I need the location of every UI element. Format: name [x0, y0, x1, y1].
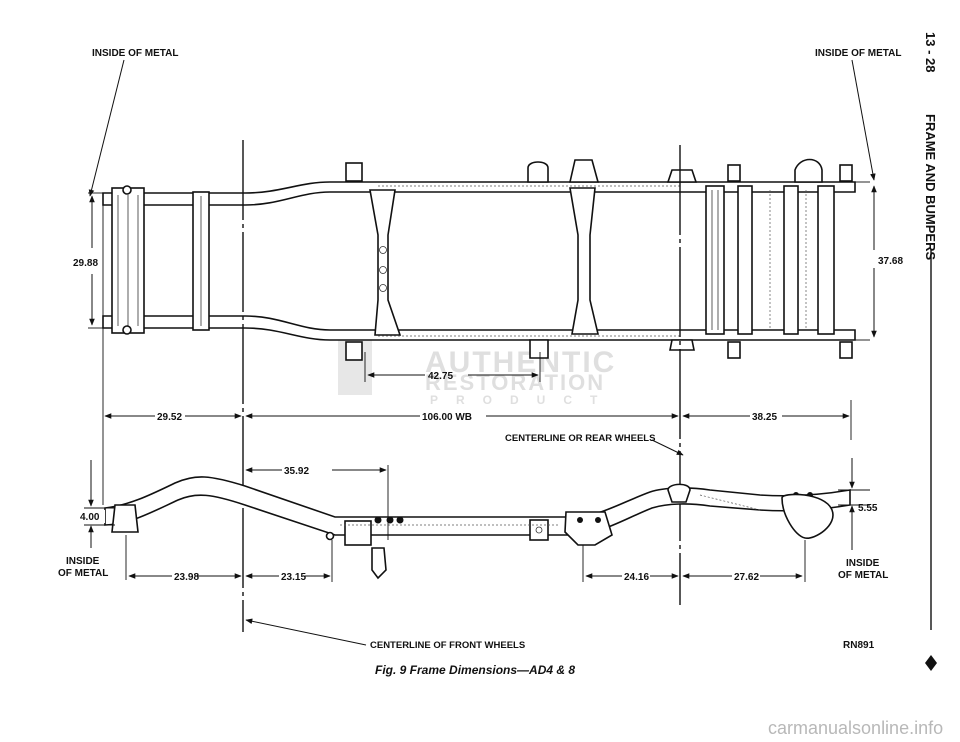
dim-front-span-b: 23.15	[281, 572, 306, 583]
watermark-line3: PRODUCT	[430, 393, 615, 407]
dim-rear-drop: 5.55	[858, 503, 878, 514]
frame-top-view	[102, 158, 856, 361]
rear-crossmember-1	[705, 185, 725, 335]
section-title: FRAME AND BUMPERS	[923, 114, 938, 260]
frame-side-view	[104, 476, 851, 580]
label-centerline-front: CENTERLINE OF FRONT WHEELS	[370, 640, 525, 651]
figure-caption: Fig. 9 Frame Dimensions—AD4 & 8	[375, 663, 575, 677]
footer-site: carmanualsonline.info	[768, 718, 943, 738]
side-mount-mid	[529, 519, 549, 541]
label-centerline-rear: CENTERLINE OR REAR WHEELS	[505, 433, 655, 444]
page-header: 13 - 28 FRAME AND BUMPERS	[923, 32, 938, 260]
frame-top-rail-upper	[102, 181, 856, 206]
rear-crossmember-4	[817, 185, 835, 335]
label-inside-bottom-left-1: INSIDE	[66, 556, 100, 567]
center-crossmember-1	[369, 189, 402, 336]
page-ref: 13 - 28	[923, 32, 938, 72]
mount-bracket-1	[345, 162, 363, 182]
diamond-icon	[925, 655, 937, 671]
mount-bracket-2	[345, 341, 363, 361]
watermark-line1: AUTHENTIC	[425, 346, 616, 379]
rear-crossmember-3	[783, 185, 799, 335]
side-mount-front	[344, 520, 372, 546]
label-inside-bottom-right-1: INSIDE	[846, 558, 880, 569]
label-inside-bottom-right-2: OF METAL	[838, 570, 888, 581]
dim-front-width: 29.88	[73, 258, 98, 269]
rear-bracket-2	[839, 164, 853, 182]
label-inside-bottom-left-2: OF METAL	[58, 568, 108, 579]
dim-wheelbase: 106.00 WB	[422, 412, 472, 423]
rear-bracket-1	[727, 164, 741, 182]
dim-front-drop: 4.00	[80, 512, 100, 523]
rear-crossmember-2	[737, 185, 753, 335]
dim-front-span-a: 23.98	[174, 572, 199, 583]
center-crossmember-2	[569, 187, 600, 335]
dim-front-overhang: 29.52	[157, 412, 182, 423]
dim-rear-span-a: 24.16	[624, 572, 649, 583]
dim-crossmember-span: 42.75	[428, 371, 453, 382]
rear-bracket-4	[839, 341, 853, 359]
dim-rear-overhang: 38.25	[752, 412, 777, 423]
frame-side-rail	[104, 476, 851, 536]
dim-front-to-spring: 35.92	[284, 466, 309, 477]
label-inside-metal-top-left: INSIDE OF METAL	[92, 48, 178, 59]
watermark: AUTHENTIC RESTORATION PRODUCT	[338, 340, 616, 407]
label-inside-metal-top-right: INSIDE OF METAL	[815, 48, 901, 59]
dim-rear-width: 37.68	[878, 256, 903, 267]
watermark-line2: RESTORATION	[425, 370, 605, 395]
dim-rear-span-b: 27.62	[734, 572, 759, 583]
rear-bracket-3	[727, 341, 741, 359]
drawing-code: RN891	[843, 640, 875, 651]
